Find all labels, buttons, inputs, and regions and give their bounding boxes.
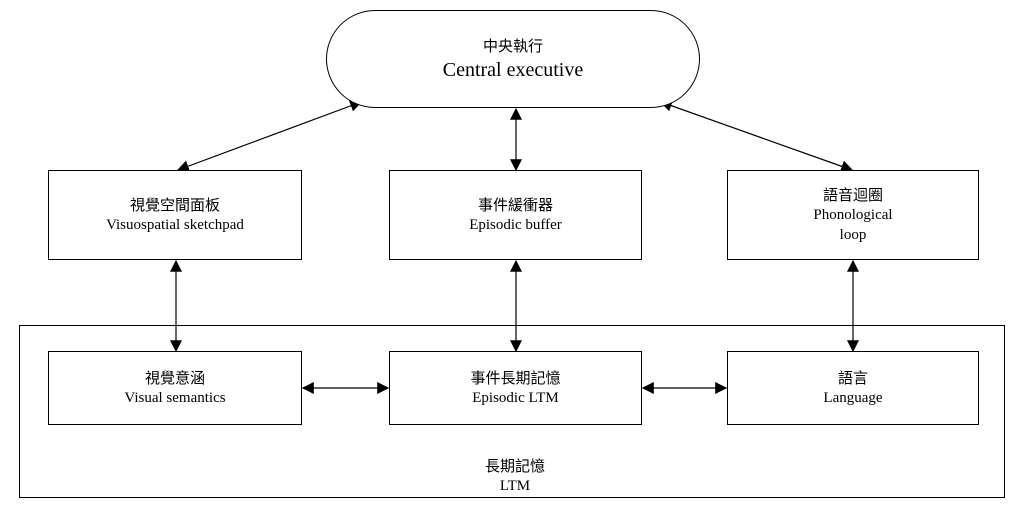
episodic-ltm-en: Episodic LTM bbox=[472, 390, 559, 406]
visual-semantics-zh: 視覺意涵 bbox=[144, 369, 205, 387]
language-en: Language bbox=[823, 390, 883, 406]
central-executive-en: Central executive bbox=[442, 59, 584, 81]
episodic-buffer-zh: 事件緩衝器 bbox=[477, 196, 553, 214]
phonological-loop-node: 語音迴圈 Phonological loop bbox=[727, 170, 979, 260]
episodic-ltm-zh: 事件長期記憶 bbox=[470, 369, 561, 387]
ltm-en: LTM bbox=[499, 478, 531, 494]
visual-semantics-node: 視覺意涵 Visual semantics bbox=[48, 351, 302, 425]
language-zh: 語言 bbox=[837, 369, 868, 387]
episodic-buffer-node: 事件緩衝器 Episodic buffer bbox=[389, 170, 642, 260]
central-executive-zh: 中央執行 bbox=[482, 37, 543, 55]
phonological-zh: 語音迴圈 bbox=[822, 186, 883, 204]
phonological-en-line2: loop bbox=[839, 227, 867, 243]
visuospatial-zh: 視覺空間面板 bbox=[129, 196, 220, 214]
central-executive-node: 中央執行 Central executive bbox=[326, 10, 700, 108]
visual-semantics-en: Visual semantics bbox=[124, 390, 226, 406]
visuospatial-en: Visuospatial sketchpad bbox=[106, 217, 244, 233]
ltm-zh: 長期記憶 bbox=[484, 457, 545, 475]
visuospatial-sketchpad-node: 視覺空間面板 Visuospatial sketchpad bbox=[48, 170, 302, 260]
ltm-label: 長期記憶 LTM bbox=[430, 456, 600, 496]
arrow-central-phonological bbox=[659, 99, 854, 173]
language-node: 語言 Language bbox=[727, 351, 979, 425]
arrow-central-visuospatial bbox=[176, 100, 363, 172]
phonological-en-line1: Phonological bbox=[813, 207, 893, 223]
episodic-ltm-node: 事件長期記憶 Episodic LTM bbox=[389, 351, 642, 425]
episodic-buffer-en: Episodic buffer bbox=[469, 217, 562, 233]
